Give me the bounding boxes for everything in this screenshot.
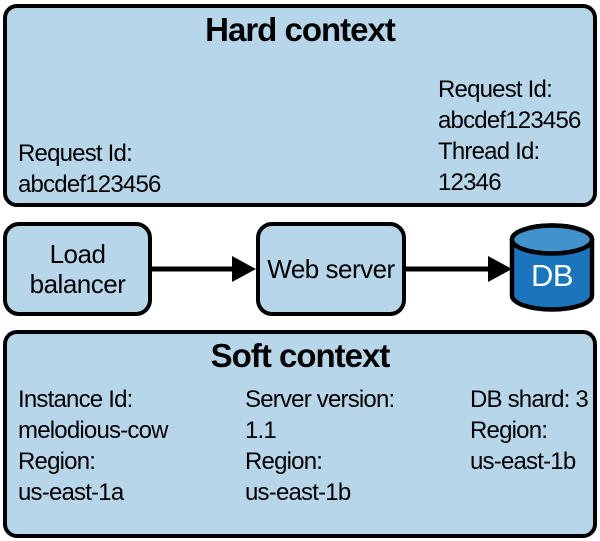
hard-right-line-3: Thread Id: [438, 138, 540, 165]
hard-left-line-2: abcdef123456 [18, 171, 161, 198]
soft-col1-line-4: us-east-1a [18, 479, 124, 506]
soft-col3-line-1: DB shard: 3 [470, 386, 589, 413]
load-balancer-node: Load balancer [3, 222, 152, 316]
soft-col1-line-3: Region: [18, 448, 96, 475]
web-server-node: Web server [256, 222, 406, 316]
load-balancer-label: Load balancer [29, 239, 126, 299]
hard-right-line-2: abcdef123456 [438, 107, 581, 134]
hard-left-line-1: Request Id: [18, 140, 133, 167]
database-cylinder-icon: DB [509, 223, 595, 312]
soft-col2-line-4: us-east-1b [245, 479, 351, 506]
soft-context-title: Soft context [210, 337, 391, 374]
hard-right-line-4: 12346 [438, 169, 502, 196]
soft-col2-line-1: Server version: [245, 386, 395, 413]
hard-right-line-1: Request Id: [438, 76, 553, 103]
hard-context-box: Hard context Request Id: abcdef123456 Re… [3, 4, 597, 207]
hard-context-title: Hard context [205, 11, 396, 48]
hard-context-right-values: Request Id: abcdef123456 Thread Id: 1234… [438, 74, 581, 198]
soft-col2-line-3: Region: [245, 448, 323, 475]
soft-col3-line-3: us-east-1b [470, 448, 576, 475]
arrow-lb-to-web-icon [152, 256, 256, 282]
arrow-web-to-db-icon [406, 256, 512, 282]
db-cylinder-top [509, 223, 595, 256]
soft-col3-line-2: Region: [470, 417, 548, 444]
soft-col1-line-1: Instance Id: [18, 386, 133, 413]
hard-context-left-values: Request Id: abcdef123456 [18, 138, 161, 200]
soft-context-db-column: DB shard: 3 Region: us-east-1b [470, 384, 589, 477]
soft-context-box: Soft context Instance Id: melodious-cow … [3, 330, 597, 538]
soft-context-server-column: Server version: 1.1 Region: us-east-1b [245, 384, 395, 508]
db-label: DB [531, 258, 573, 293]
soft-context-instance-column: Instance Id: melodious-cow Region: us-ea… [18, 384, 168, 508]
web-server-label: Web server [267, 254, 395, 284]
soft-col2-line-2: 1.1 [245, 417, 277, 444]
soft-col1-line-2: melodious-cow [18, 417, 168, 444]
